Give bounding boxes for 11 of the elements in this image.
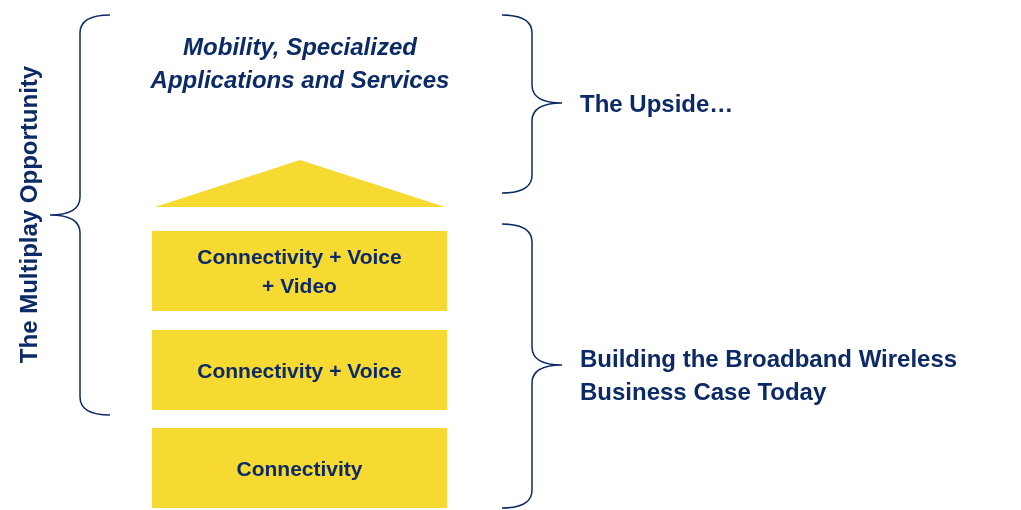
layer-label: Connectivity [236, 455, 363, 482]
side-heading: The Multiplay Opportunity [13, 64, 43, 366]
heading: Mobility, Specialized Applications and Services [150, 32, 450, 95]
layer-box [152, 330, 447, 410]
layer-label: Connectivity + Voice + Video [196, 244, 403, 299]
layer-box [152, 428, 447, 508]
layer-box [152, 231, 447, 311]
layer-label: Connectivity + Voice [197, 357, 402, 384]
heading: The Upside… [580, 89, 735, 119]
heading: Building the Broadband Wireless Business Case Today [580, 344, 959, 407]
roof-triangle [155, 160, 445, 207]
